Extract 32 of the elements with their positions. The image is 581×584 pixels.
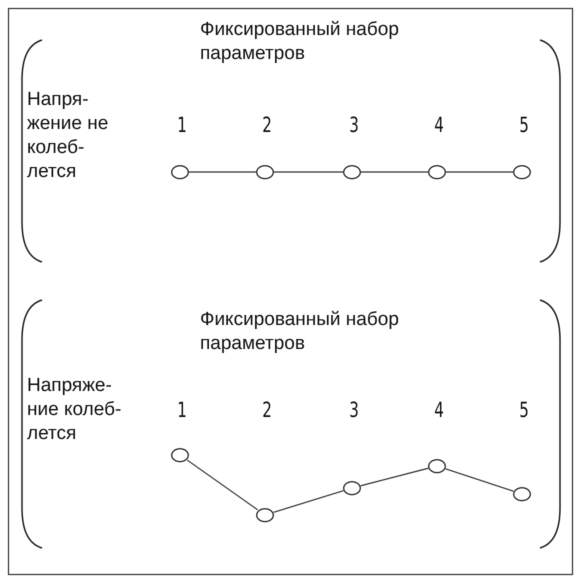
connector-line: [187, 460, 258, 510]
circle-marker: [428, 164, 446, 180]
position-number: 1: [176, 398, 188, 422]
circle-marker: [513, 164, 531, 180]
connector-line: [360, 468, 428, 486]
circle-marker: [343, 164, 361, 180]
position-number: 5: [518, 113, 530, 137]
position-number: 3: [348, 113, 360, 137]
heading-text: Фиксированный набор параметров: [200, 18, 400, 66]
circle-marker: [428, 458, 446, 474]
circle-marker: [256, 164, 274, 180]
connector-line: [445, 468, 514, 492]
connector-line: [274, 171, 343, 173]
circle-marker: [256, 508, 274, 522]
side-label: Напря- жение не колеб- лется: [27, 88, 109, 184]
circle-marker: [171, 164, 189, 180]
heading-text: Фиксированный набор параметров: [200, 308, 400, 356]
circle-marker: [171, 448, 189, 462]
circle-marker: [343, 480, 361, 496]
position-number: 3: [348, 398, 360, 422]
connector-line: [189, 171, 256, 173]
position-number: 1: [176, 113, 188, 137]
connector-line: [446, 171, 513, 173]
position-number: 2: [261, 398, 273, 422]
position-number: 5: [518, 398, 530, 422]
position-number: 4: [433, 398, 445, 422]
connector-line: [361, 171, 428, 173]
position-number: 4: [433, 113, 445, 137]
side-label: Напряже- ние колеб- лется: [27, 374, 122, 446]
circle-marker: [513, 486, 531, 502]
position-number: 2: [261, 113, 273, 137]
connector-line: [273, 490, 344, 513]
